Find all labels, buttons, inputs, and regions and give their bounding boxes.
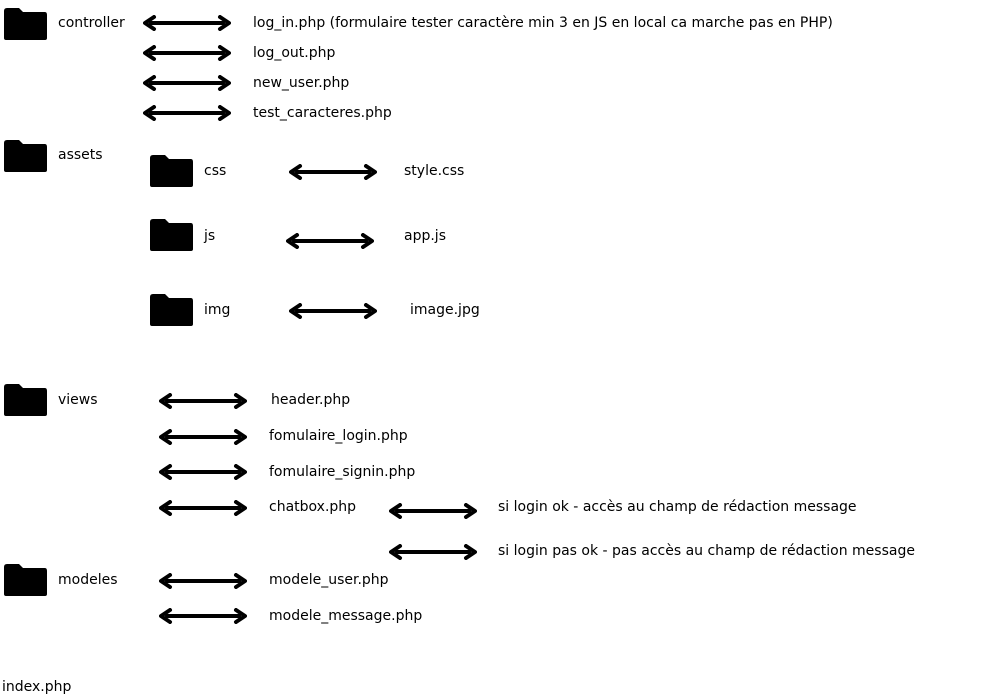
double-arrow-icon [143,45,231,61]
folder-label-img: img [204,302,231,318]
double-arrow-icon [286,233,374,249]
double-arrow-icon [289,164,377,180]
file-style-css: style.css [404,163,465,179]
file-modele-user: modele_user.php [269,572,389,588]
note-login-not-ok: si login pas ok - pas accès au champ de … [498,543,915,559]
folder-label-modeles: modeles [58,572,118,588]
folder-icon-css [148,154,194,188]
double-arrow-icon [389,544,477,560]
double-arrow-icon [143,75,231,91]
folder-label-views: views [58,392,98,408]
note-login-ok: si login ok - accès au champ de rédactio… [498,499,857,515]
folder-label-assets: assets [58,147,103,163]
folder-label-css: css [204,163,227,179]
double-arrow-icon [159,429,247,445]
double-arrow-icon [159,393,247,409]
file-test-caracteres: test_caracteres.php [253,105,392,121]
folder-icon-modeles [2,563,48,597]
file-fomulaire-login: fomulaire_login.php [269,428,408,444]
file-app-js: app.js [404,228,446,244]
file-new-user: new_user.php [253,75,350,91]
file-modele-message: modele_message.php [269,608,423,624]
folder-icon-views [2,383,48,417]
double-arrow-icon [159,464,247,480]
file-header: header.php [271,392,351,408]
double-arrow-icon [289,303,377,319]
file-log-out: log_out.php [253,45,336,61]
folder-label-controller: controller [58,15,125,31]
file-fomulaire-signin: fomulaire_signin.php [269,464,416,480]
file-index: index.php [2,679,72,695]
folder-icon-js [148,218,194,252]
double-arrow-icon [143,105,231,121]
file-chatbox: chatbox.php [269,499,357,515]
file-log-in: log_in.php (formulaire tester caractère … [253,15,833,31]
folder-icon-controller [2,7,48,41]
double-arrow-icon [159,608,247,624]
folder-icon-img [148,293,194,327]
folder-icon-assets [2,139,48,173]
double-arrow-icon [159,573,247,589]
double-arrow-icon [143,15,231,31]
double-arrow-icon [389,503,477,519]
double-arrow-icon [159,500,247,516]
file-image-jpg: image.jpg [410,302,480,318]
folder-label-js: js [204,228,216,244]
